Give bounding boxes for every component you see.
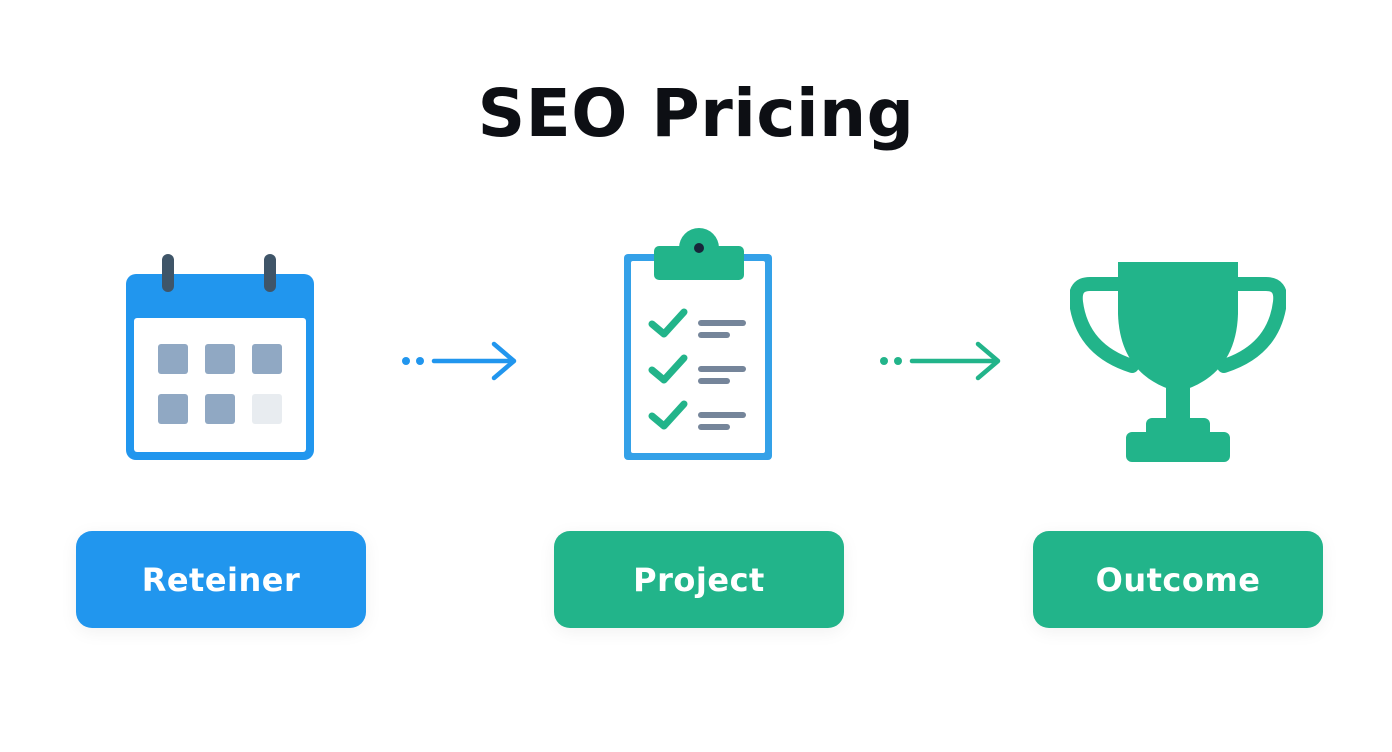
project-label-button[interactable]: Project — [554, 531, 844, 628]
retainer-label-text: Reteiner — [141, 560, 301, 599]
dotted-arrow-right-icon — [880, 341, 1001, 381]
diagram-title: SEO Pricing — [477, 75, 915, 152]
project-label-text: Project — [633, 560, 765, 599]
trophy-icon — [1070, 262, 1286, 462]
clipboard-checklist-icon — [624, 228, 772, 460]
retainer-label-button[interactable]: Reteiner — [76, 531, 366, 628]
outcome-label-button[interactable]: Outcome — [1033, 531, 1323, 628]
dotted-arrow-right-icon — [402, 341, 517, 381]
calendar-icon — [126, 254, 314, 460]
outcome-label-text: Outcome — [1095, 560, 1261, 599]
